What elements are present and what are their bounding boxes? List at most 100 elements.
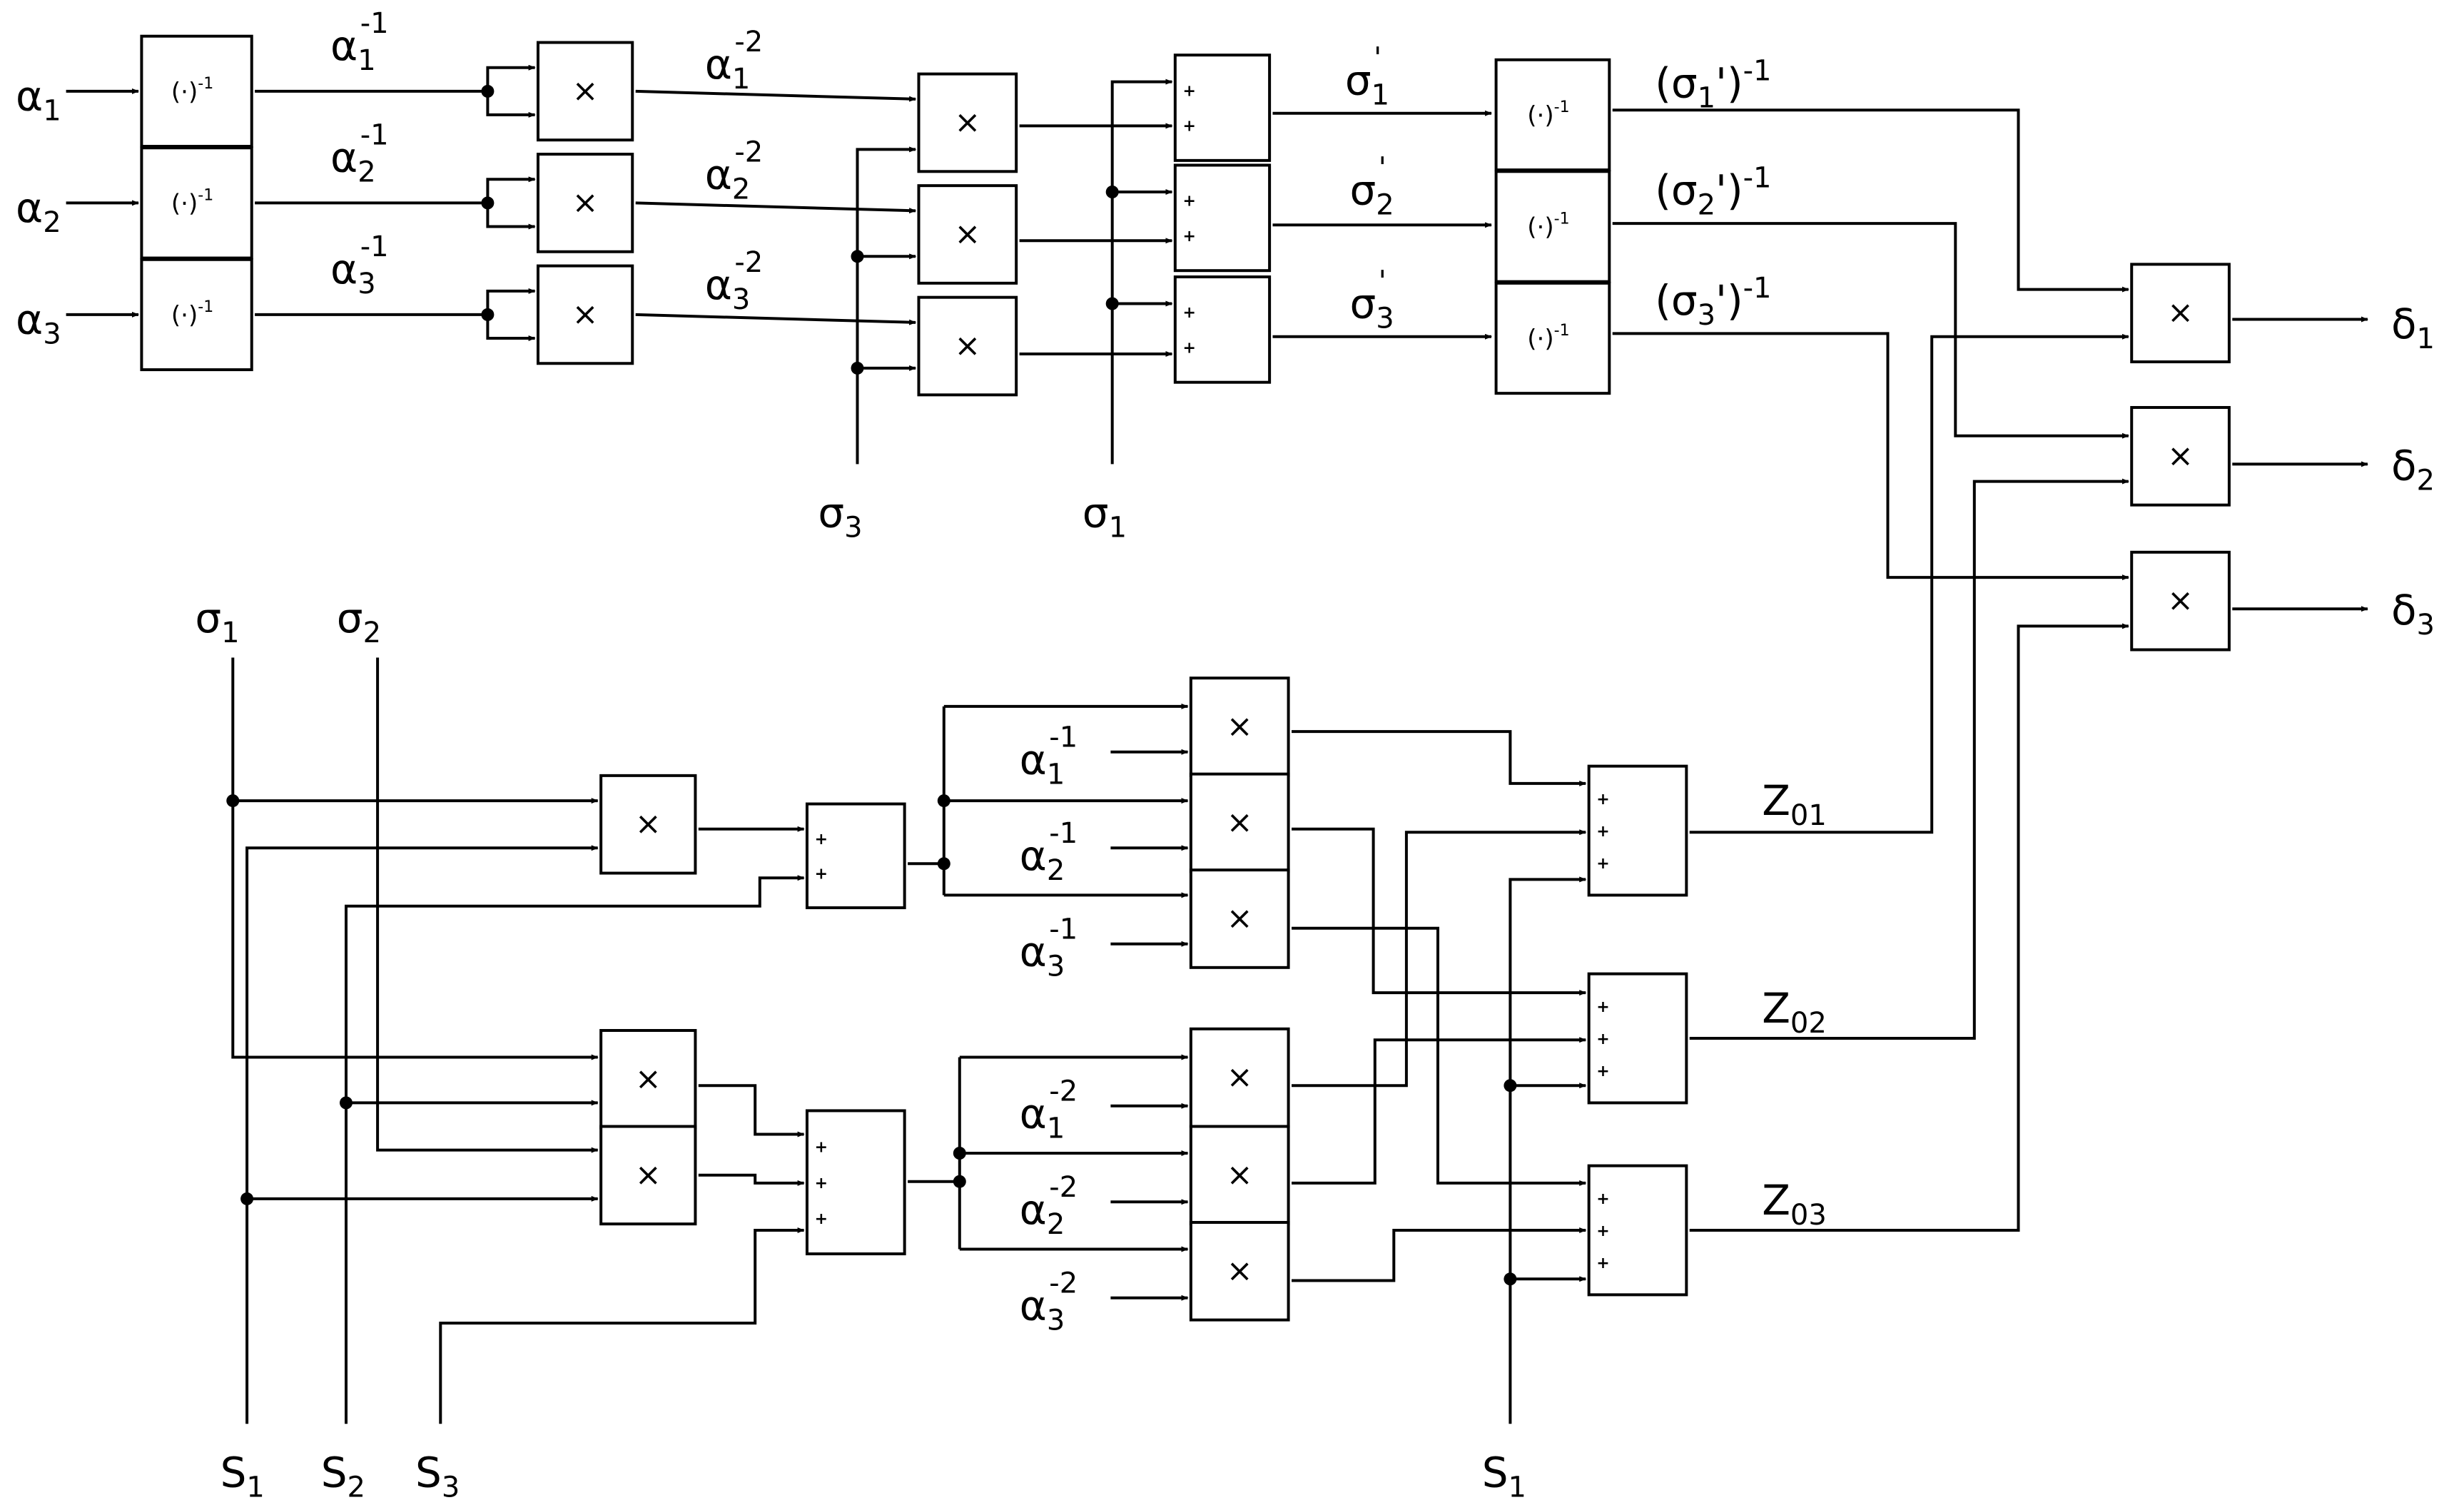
signal-arrow — [231, 657, 599, 1060]
mul-block-bl-1-frame — [599, 774, 697, 875]
inverse-block-a1: (·)-1 — [140, 34, 253, 148]
adder-block-z03-frame — [1587, 1164, 1688, 1297]
z02-label: Z02 — [1762, 984, 1827, 1040]
adder-block-top-1: ++ — [1173, 54, 1272, 162]
mul-block-top-3: × — [917, 295, 1018, 397]
junction-dot — [1504, 1079, 1517, 1093]
square-block-a1-frame — [536, 41, 634, 142]
junction-dot — [953, 1175, 966, 1188]
adder-block-bottom-b-frame — [805, 1109, 906, 1256]
mul-block-mid-4-frame — [1189, 1027, 1290, 1128]
reciprocal-symbol: (·)-1 — [1527, 322, 1569, 353]
signal-arrow — [635, 201, 917, 214]
plus-sign: + — [815, 831, 828, 848]
inverse-block-s1: (·)-1 — [1494, 58, 1611, 172]
blocks: (·)-1×(·)-1×(·)-1××××++++++(·)-1(·)-1(·)… — [140, 34, 2231, 1322]
junction-dot — [226, 794, 240, 808]
sigma3-prime-label: σ3' — [1350, 265, 1394, 335]
inverse-block-s3: (·)-1 — [1494, 281, 1611, 395]
reciprocal-symbol: (·)-1 — [171, 186, 213, 218]
plus-sign: + — [1182, 228, 1195, 245]
mul-block-mid-1-frame — [1189, 677, 1290, 777]
plus-sign: + — [1182, 118, 1195, 136]
plus-sign: + — [1596, 1030, 1609, 1048]
adder-block-bottom-a-frame — [805, 802, 906, 910]
alpha3-inverse-label: α3-1 — [330, 230, 389, 300]
plus-sign: + — [815, 1210, 828, 1228]
output-label-delta2: δ2 — [2391, 441, 2435, 497]
output-mul-block-2: × — [2130, 405, 2231, 507]
signal-arrow — [245, 845, 599, 1424]
plus-sign: + — [1596, 1063, 1609, 1080]
signal-arrow — [486, 203, 536, 230]
adder-block-z03: + + + — [1587, 1164, 1688, 1297]
output-mul-block-3: × — [2130, 550, 2231, 652]
mul-block-mid-6-frame — [1189, 1220, 1290, 1322]
signal-arrow — [856, 146, 917, 465]
signal-arrow — [255, 288, 536, 316]
plus-sign: + — [1596, 1190, 1609, 1208]
signal-arrow — [1292, 1227, 1587, 1282]
sigma1-prime-inverse-label: (σ1')-1 — [1655, 55, 1771, 115]
bottom-label-s3: S3 — [415, 1448, 460, 1504]
mul-block-mid-3: × — [1189, 868, 1290, 969]
signal-arrow — [345, 875, 805, 1424]
output-mul-block-3-frame — [2130, 550, 2231, 652]
mul-block-bl-3-frame — [599, 1125, 697, 1226]
signal-arrow — [439, 1227, 805, 1424]
signal-arrow — [698, 1084, 805, 1137]
multiply-symbol: × — [2167, 582, 2194, 619]
inverse-block-a2: (·)-1 — [140, 146, 253, 260]
signal-arrow — [255, 176, 536, 205]
plus-sign: + — [815, 1175, 828, 1192]
alpha2-inverse-square-label: α2-2 — [705, 136, 764, 206]
adder-block-top-2-frame — [1173, 163, 1272, 273]
multiply-symbol: × — [572, 73, 599, 109]
mul-block-top-3-frame — [917, 295, 1018, 397]
signal-arrow — [698, 1173, 805, 1186]
input-label-alpha1: α1 — [16, 71, 61, 127]
multiply-symbol: × — [572, 184, 599, 221]
mul-block-mid-6: × — [1189, 1220, 1290, 1322]
mul-block-bl-1: × — [599, 774, 697, 875]
output-mul-block-1-frame — [2130, 263, 2231, 364]
mid-alpha-label-4: α1-2 — [1020, 1075, 1078, 1145]
plus-sign: + — [1596, 1255, 1609, 1272]
multiply-symbol: × — [635, 806, 661, 842]
alpha2-inverse-label: α2-1 — [330, 118, 389, 188]
plus-sign: + — [1596, 791, 1609, 809]
signal-arrow — [1292, 926, 1587, 1186]
mul-block-mid-2-frame — [1189, 772, 1290, 873]
plus-sign: + — [1596, 855, 1609, 873]
multiply-symbol: × — [635, 1060, 661, 1097]
reciprocal-symbol: (·)-1 — [1527, 210, 1569, 241]
sigma2-prime-inverse-label: (σ2')-1 — [1655, 162, 1771, 222]
mul-block-bl-2: × — [599, 1029, 697, 1130]
signal-arrow — [1292, 827, 1587, 996]
mul-block-mid-2: × — [1189, 772, 1290, 873]
sigma1-prime-label: σ1' — [1345, 41, 1389, 111]
plus-sign: + — [1596, 1222, 1609, 1240]
adder-block-z02: + + + — [1587, 972, 1688, 1105]
wires — [66, 64, 2368, 1424]
mid-alpha-label-2: α2-1 — [1020, 817, 1078, 887]
plus-sign: + — [1596, 998, 1609, 1016]
square-block-a2-frame — [536, 153, 634, 253]
sigma2-prime-label: σ2' — [1350, 152, 1394, 222]
sigma3-prime-inverse-label: (σ3')-1 — [1655, 272, 1771, 332]
multiply-symbol: × — [1227, 709, 1253, 745]
mul-block-bl-2-frame — [599, 1029, 697, 1130]
mul-block-mid-3-frame — [1189, 868, 1290, 969]
mul-block-mid-1: × — [1189, 677, 1290, 777]
mid-alpha-label-1: α1-1 — [1020, 721, 1078, 791]
mul-block-top-1-frame — [917, 72, 1018, 173]
signal-arrow — [1292, 730, 1587, 786]
signal-arrow — [1292, 829, 1587, 1088]
z03-label: Z03 — [1762, 1176, 1827, 1232]
sigma1-label: σ1 — [1083, 489, 1127, 544]
junction-dot — [1105, 186, 1119, 198]
reciprocal-symbol: (·)-1 — [171, 75, 213, 106]
junction-dots — [226, 84, 1517, 1286]
plus-sign: + — [1182, 82, 1195, 100]
adder-block-bottom-b: +++ — [805, 1109, 906, 1256]
